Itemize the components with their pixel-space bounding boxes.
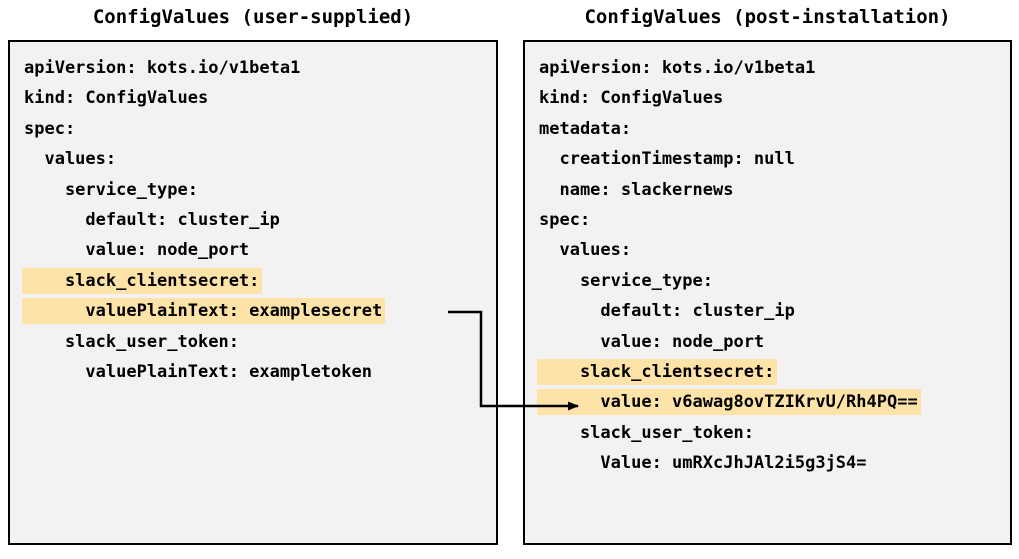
- code-line-text: spec:: [24, 118, 76, 139]
- code-line-text: valuePlainText: exampletoken: [24, 361, 372, 382]
- code-line-text: apiVersion: kots.io/v1beta1: [24, 58, 301, 78]
- code-line: default: cluster_ip: [525, 296, 1010, 326]
- code-line-text: value: v6awag8ovTZIKrvU/Rh4PQ==: [537, 389, 921, 416]
- code-line: valuePlainText: exampletoken: [10, 357, 496, 387]
- code-line: apiVersion: kots.io/v1beta1: [10, 53, 496, 83]
- code-line: slack_user_token:: [10, 327, 496, 357]
- code-line: value: v6awag8ovTZIKrvU/Rh4PQ==: [525, 387, 1010, 417]
- code-line: creationTimestamp: null: [525, 144, 1010, 174]
- code-line: kind: ConfigValues: [10, 83, 496, 113]
- code-line-text: default: cluster_ip: [24, 209, 280, 230]
- code-line-text: kind: ConfigValues: [539, 88, 724, 109]
- code-line: Value: umRXcJhJAl2i5g3jS4=: [525, 448, 1010, 478]
- code-line-text: slack_user_token:: [539, 422, 754, 443]
- code-line: slack_clientsecret:: [525, 357, 1010, 387]
- panel-title-post-installation: ConfigValues (post-installation): [584, 6, 951, 28]
- code-line-text: value: node_port: [24, 240, 250, 261]
- code-line-text: slack_clientsecret:: [22, 267, 263, 294]
- code-line-text: values:: [24, 149, 117, 170]
- code-line-text: default: cluster_ip: [539, 301, 795, 322]
- config-values-post-installation-box: apiVersion: kots.io/v1beta1 kind: ConfigV…: [523, 40, 1012, 545]
- code-line-text: creationTimestamp: null: [539, 149, 795, 170]
- code-line-text: name: slackernews: [539, 179, 734, 200]
- code-line: name: slackernews: [525, 175, 1010, 205]
- panel-title-user-supplied: ConfigValues (user-supplied): [92, 6, 414, 28]
- code-line-text: valuePlainText: examplesecret: [22, 298, 386, 325]
- code-line: value: node_port: [525, 327, 1010, 357]
- code-line-text: metadata:: [539, 118, 632, 139]
- code-block-user-supplied: apiVersion: kots.io/v1beta1 kind: ConfigV…: [10, 42, 496, 543]
- code-line: default: cluster_ip: [10, 205, 496, 235]
- code-line-text: value: node_port: [539, 331, 765, 352]
- config-values-user-supplied-box: apiVersion: kots.io/v1beta1 kind: ConfigV…: [8, 40, 498, 545]
- code-line: apiVersion: kots.io/v1beta1: [525, 53, 1010, 83]
- code-line: slack_clientsecret:: [10, 266, 496, 296]
- code-line-text: Value: umRXcJhJAl2i5g3jS4=: [539, 453, 867, 474]
- code-line: values:: [10, 144, 496, 174]
- code-line-text: slack_user_token:: [24, 331, 239, 352]
- code-block-post-installation: apiVersion: kots.io/v1beta1 kind: ConfigV…: [525, 42, 1010, 543]
- code-line: kind: ConfigValues: [525, 83, 1010, 113]
- code-line: valuePlainText: examplesecret: [10, 296, 496, 326]
- code-line: spec:: [10, 114, 496, 144]
- code-line-text: service_type:: [24, 179, 198, 200]
- code-line-text: kind: ConfigValues: [24, 88, 209, 109]
- code-line-text: spec:: [539, 209, 591, 230]
- code-line-text: slack_clientsecret:: [537, 358, 778, 385]
- code-line-text: apiVersion: kots.io/v1beta1: [539, 58, 816, 78]
- code-line: service_type:: [525, 266, 1010, 296]
- code-line: metadata:: [525, 114, 1010, 144]
- code-line: spec:: [525, 205, 1010, 235]
- code-line-text: service_type:: [539, 270, 713, 291]
- code-line: slack_user_token:: [525, 418, 1010, 448]
- code-line: values:: [525, 235, 1010, 265]
- code-line: value: node_port: [10, 235, 496, 265]
- code-line-text: values:: [539, 240, 632, 261]
- code-line: service_type:: [10, 175, 496, 205]
